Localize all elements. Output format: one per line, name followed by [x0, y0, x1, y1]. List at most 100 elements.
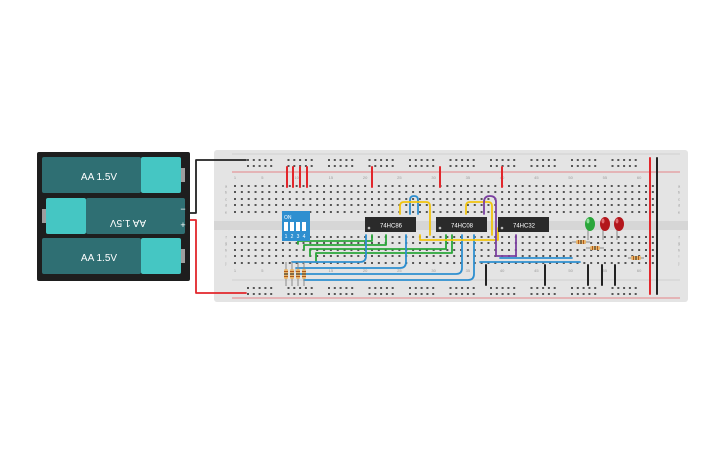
breadboard-hole[interactable] [345, 287, 348, 289]
breadboard-hole[interactable] [480, 262, 483, 264]
breadboard-hole[interactable] [603, 262, 606, 264]
breadboard-hole[interactable] [405, 204, 408, 206]
breadboard-hole[interactable] [288, 198, 291, 200]
breadboard-hole[interactable] [275, 198, 278, 200]
breadboard-hole[interactable] [617, 165, 620, 167]
wires[interactable] [189, 157, 658, 295]
breadboard-hole[interactable] [472, 287, 475, 289]
breadboard-hole[interactable] [398, 191, 401, 193]
breadboard-hole[interactable] [466, 165, 469, 167]
breadboard-hole[interactable] [597, 191, 600, 193]
breadboard-hole[interactable] [357, 249, 360, 251]
breadboard-hole[interactable] [542, 198, 545, 200]
breadboard-hole[interactable] [247, 204, 250, 206]
breadboard-hole[interactable] [391, 191, 394, 193]
breadboard-hole[interactable] [603, 204, 606, 206]
breadboard-hole[interactable] [418, 185, 421, 187]
breadboard-hole[interactable] [254, 249, 257, 251]
breadboard-hole[interactable] [638, 204, 641, 206]
breadboard-hole[interactable] [576, 159, 579, 161]
breadboard-hole[interactable] [270, 165, 273, 167]
breadboard-hole[interactable] [535, 262, 538, 264]
breadboard-hole[interactable] [453, 249, 456, 251]
breadboard-hole[interactable] [316, 204, 319, 206]
breadboard-hole[interactable] [507, 165, 510, 167]
breadboard-hole[interactable] [466, 262, 469, 264]
breadboard-hole[interactable] [261, 249, 264, 251]
breadboard-hole[interactable] [590, 242, 593, 244]
breadboard-hole[interactable] [240, 185, 243, 187]
breadboard-hole[interactable] [357, 242, 360, 244]
breadboard-hole[interactable] [288, 204, 291, 206]
breadboard-hole[interactable] [432, 293, 435, 295]
breadboard-hole[interactable] [460, 236, 463, 238]
breadboard-hole[interactable] [514, 204, 517, 206]
breadboard-hole[interactable] [316, 262, 319, 264]
breadboard-hole[interactable] [384, 198, 387, 200]
breadboard-hole[interactable] [528, 198, 531, 200]
breadboard-hole[interactable] [547, 159, 550, 161]
breadboard-hole[interactable] [453, 242, 456, 244]
breadboard-hole[interactable] [549, 211, 552, 213]
breadboard-hole[interactable] [535, 242, 538, 244]
breadboard-hole[interactable] [329, 204, 332, 206]
breadboard-hole[interactable] [569, 262, 572, 264]
breadboard-hole[interactable] [453, 191, 456, 193]
breadboard-hole[interactable] [582, 287, 585, 289]
breadboard-hole[interactable] [281, 185, 284, 187]
wire-battery-negative[interactable] [189, 159, 247, 214]
resistor[interactable] [586, 246, 604, 250]
breadboard-hole[interactable] [528, 191, 531, 193]
breadboard-hole[interactable] [323, 211, 326, 213]
breadboard-hole[interactable] [569, 242, 572, 244]
breadboard-hole[interactable] [594, 165, 597, 167]
breadboard-hole[interactable] [638, 236, 641, 238]
breadboard-hole[interactable] [329, 242, 332, 244]
breadboard-hole[interactable] [501, 293, 504, 295]
breadboard-hole[interactable] [453, 236, 456, 238]
breadboard-hole[interactable] [610, 255, 613, 257]
breadboard-hole[interactable] [323, 262, 326, 264]
breadboard-hole[interactable] [405, 211, 408, 213]
breadboard-hole[interactable] [549, 255, 552, 257]
breadboard-hole[interactable] [258, 165, 261, 167]
breadboard-hole[interactable] [597, 211, 600, 213]
breadboard-hole[interactable] [583, 249, 586, 251]
breadboard-hole[interactable] [333, 165, 336, 167]
breadboard-hole[interactable] [328, 159, 330, 161]
breadboard-hole[interactable] [287, 165, 290, 167]
breadboard-hole[interactable] [254, 236, 257, 238]
breadboard-hole[interactable] [624, 249, 627, 251]
breadboard-hole[interactable] [638, 185, 641, 187]
breadboard-hole[interactable] [547, 293, 550, 295]
breadboard-hole[interactable] [603, 185, 606, 187]
breadboard-hole[interactable] [513, 293, 516, 295]
chip-74hc86[interactable]: 74HC86 [365, 217, 416, 232]
breadboard-hole[interactable] [611, 159, 614, 161]
breadboard-hole[interactable] [418, 242, 421, 244]
breadboard-hole[interactable] [521, 249, 524, 251]
breadboard-hole[interactable] [309, 204, 312, 206]
breadboard-hole[interactable] [412, 185, 415, 187]
breadboard-hole[interactable] [521, 204, 524, 206]
breadboard-hole[interactable] [562, 198, 565, 200]
breadboard-hole[interactable] [247, 242, 250, 244]
breadboard-hole[interactable] [287, 159, 290, 161]
breadboard-hole[interactable] [549, 236, 552, 238]
breadboard-hole[interactable] [310, 293, 313, 295]
breadboard-hole[interactable] [412, 236, 415, 238]
resistor[interactable] [302, 262, 306, 286]
breadboard-hole[interactable] [536, 287, 539, 289]
breadboard-hole[interactable] [617, 236, 620, 238]
breadboard-hole[interactable] [631, 211, 634, 213]
breadboard-hole[interactable] [631, 262, 634, 264]
breadboard-hole[interactable] [530, 159, 533, 161]
breadboard-hole[interactable] [480, 204, 483, 206]
breadboard-hole[interactable] [528, 204, 531, 206]
breadboard-hole[interactable] [281, 198, 284, 200]
breadboard-hole[interactable] [631, 185, 634, 187]
breadboard-hole[interactable] [425, 249, 428, 251]
breadboard-hole[interactable] [425, 185, 428, 187]
wire-green[interactable] [303, 234, 387, 251]
breadboard-hole[interactable] [480, 211, 483, 213]
